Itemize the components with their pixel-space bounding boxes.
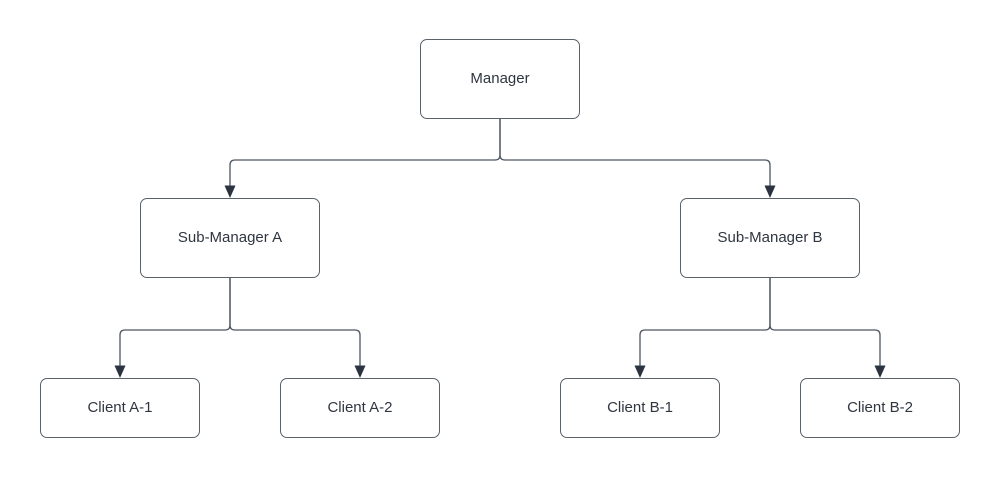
node-manager[interactable]: Manager: [420, 39, 580, 119]
edge-sub-manager-b-to-client-b1: [634, 278, 771, 378]
node-client-b2-label: Client B-2: [847, 399, 913, 416]
node-client-a1-label: Client A-1: [87, 399, 153, 416]
edge-sub-manager-b-to-client-b2: [769, 278, 886, 378]
edge-manager-to-sub-manager-b: [499, 119, 776, 198]
arrowhead-icon: [764, 185, 776, 198]
edge-manager-to-sub-manager-a: [224, 119, 501, 198]
node-sub-manager-a-label: Sub-Manager A: [177, 229, 283, 246]
arrowhead-icon: [224, 185, 236, 198]
node-client-a1[interactable]: Client A-1: [40, 378, 200, 438]
arrowhead-icon: [874, 365, 886, 378]
arrowhead-icon: [634, 365, 646, 378]
node-sub-manager-b[interactable]: Sub-Manager B: [680, 198, 860, 278]
node-client-b2[interactable]: Client B-2: [800, 378, 960, 438]
node-sub-manager-a[interactable]: Sub-Manager A: [140, 198, 320, 278]
edge-sub-manager-a-to-client-a2: [229, 278, 366, 378]
arrowhead-icon: [354, 365, 366, 378]
node-client-a2[interactable]: Client A-2: [280, 378, 440, 438]
node-client-b1[interactable]: Client B-1: [560, 378, 720, 438]
node-client-a2-label: Client A-2: [327, 399, 393, 416]
node-manager-label: Manager: [470, 70, 530, 87]
node-sub-manager-b-label: Sub-Manager B: [717, 229, 823, 246]
edge-sub-manager-a-to-client-a1: [114, 278, 231, 378]
arrowhead-icon: [114, 365, 126, 378]
node-client-b1-label: Client B-1: [607, 399, 673, 416]
